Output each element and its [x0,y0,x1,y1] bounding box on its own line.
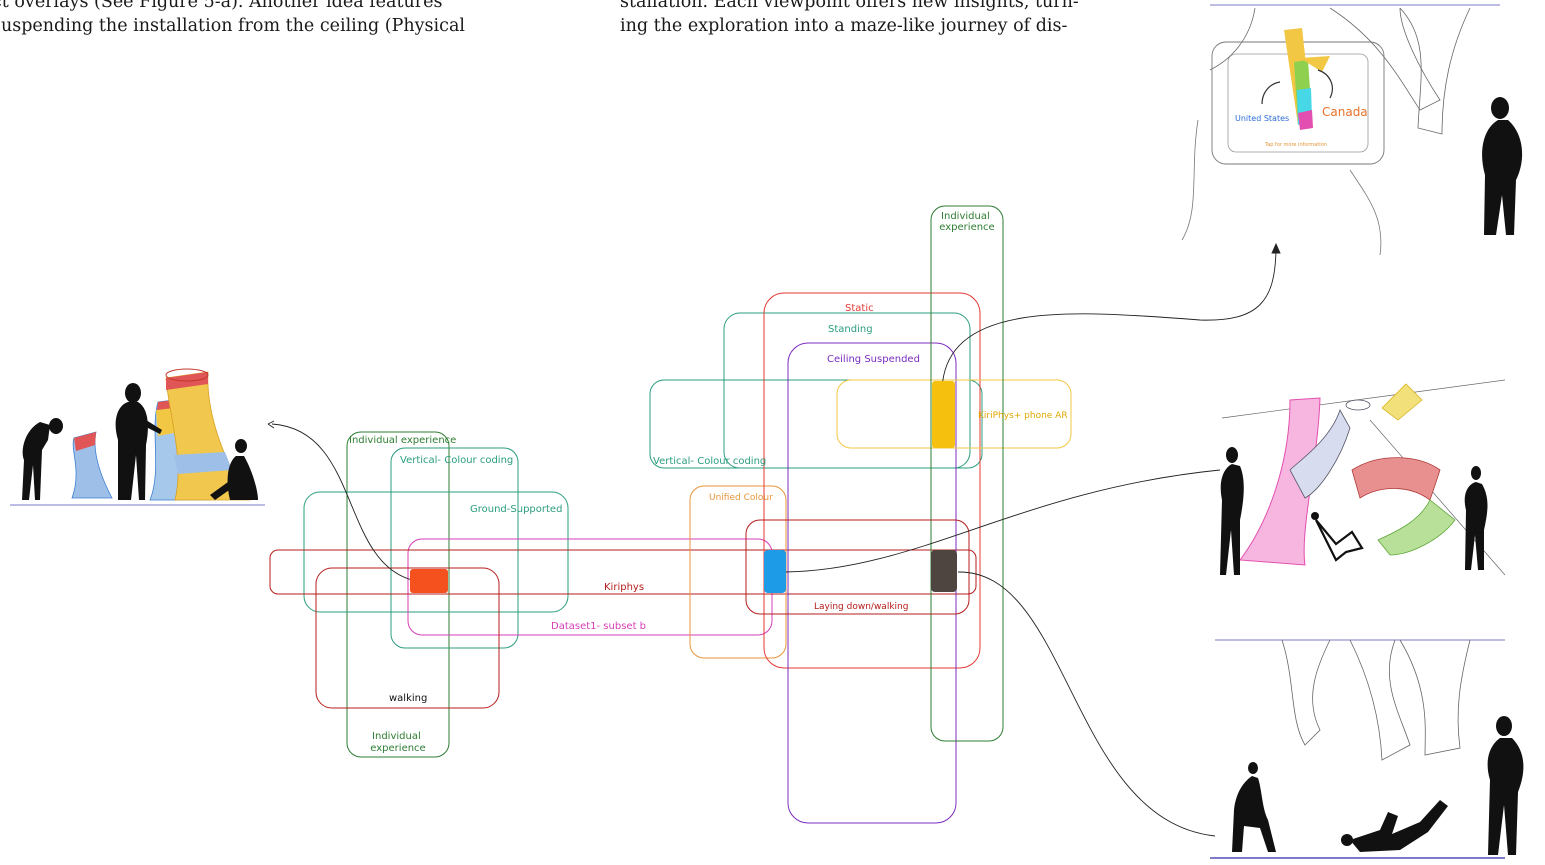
label-unified-colour: Unified Colour [709,493,773,503]
connector-yellow-to-top-sketch [941,249,1277,396]
node-laying-down-brown [931,550,957,592]
node-unified-colour-blue [764,550,786,593]
label-dataset-subset: Dataset1- subset b [551,621,646,632]
set-walking [315,567,500,709]
set-vertical-colour-coding-left [390,447,519,649]
body-text-middle: stallation. Each viewpoint offers new in… [620,0,1079,38]
arrow-head-top-sketch [1271,242,1281,254]
node-phone-ar-yellow [932,381,955,448]
arrow-left-sketch [267,420,275,429]
text-line: ct overlays (See Figure 5-a). Another id… [0,0,443,12]
label-kiriphys: Kiriphys [604,582,644,593]
label-ground-supported: Ground-Supported [470,504,562,515]
text-line: ing the exploration into a maze-like jou… [620,16,1068,36]
text-line: stallation. Each viewpoint offers new in… [620,0,1079,12]
sketch-suspended-sculptures [1220,379,1506,576]
node-kiriphys-orange [410,569,448,593]
connector-orange-to-left-sketch [271,423,413,581]
set-laying-down-walking [745,519,970,615]
label-kiriphys-phone-ar: KiriPhys+ phone AR [978,411,1068,421]
set-static [763,292,981,669]
label-vertical-colour-coding-right: Vertical- Colour coding [653,456,766,467]
label-individual-experience-bottom: Individual experience [370,731,425,754]
sketch-phone-ar: United States Canada Tap for more inform… [1181,4,1523,256]
set-individual-experience-right [930,205,1004,742]
label-individual-experience-right: Individual experience [939,211,994,233]
set-kiriphys [269,549,977,595]
label-walking: walking [389,693,427,704]
sketch-text-tap-info: Tap for more information [1264,142,1327,148]
sketch-ground-supported [10,368,265,506]
sketch-text-united-states: United States [1235,114,1289,123]
connector-brown-to-bottom-sketch [957,571,1216,837]
text-line: suspending the installation from the cei… [0,16,465,36]
set-standing [723,312,971,469]
set-ground-supported [303,491,569,613]
label-individual-experience-left: Individual experience [349,435,456,446]
label-standing: Standing [828,324,873,335]
body-text-left: ct overlays (See Figure 5-a). Another id… [0,0,465,38]
connector-blue-to-middle-sketch [785,469,1221,573]
set-kiriphys-phone-ar [836,379,1072,449]
label-ceiling-suspended: Ceiling Suspended [827,354,920,365]
sketch-laying-down [1210,639,1524,859]
sketch-text-canada: Canada [1322,105,1368,119]
label-laying-down-walking: Laying down/walking [814,602,908,612]
label-vertical-colour-coding-left: Vertical- Colour coding [400,455,513,466]
label-static: Static [845,303,874,314]
